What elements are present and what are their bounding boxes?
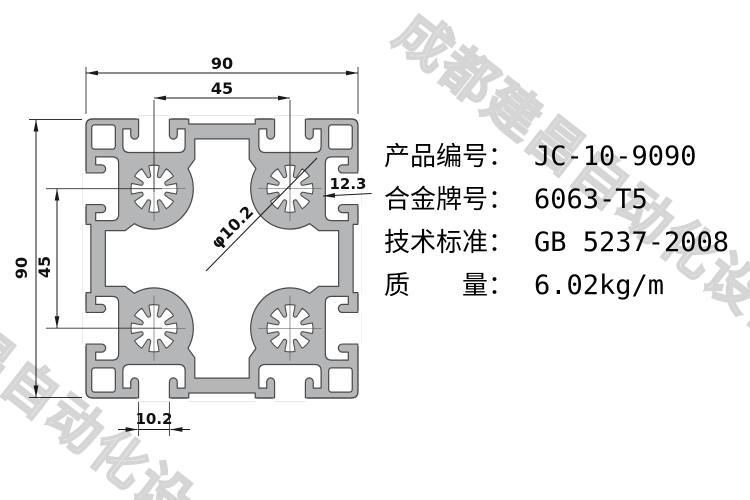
spec-value: 6.02kg/m [534,270,665,301]
spec-row-mass: 质 量： 6.02kg/m [384,265,729,308]
spec-row-alloy: 合金牌号： 6063-T5 [384,179,729,222]
corner-chamber [328,367,353,393]
spec-row-product-code: 产品编号： JC-10-9090 [384,136,729,179]
t-slot [258,363,322,402]
profile-cross-section [82,115,362,402]
corner-chamber [91,367,116,393]
spec-label: 合金牌号： [384,185,515,215]
spec-value: 6063-T5 [534,184,648,215]
t-slot-cutouts [82,115,362,402]
corner-chamber [91,124,116,150]
spec-value: JC-10-9090 [534,141,697,172]
spec-label: 技术标准： [384,228,515,258]
t-slot [324,156,362,222]
spec-value: GB 5237-2008 [534,227,730,258]
title-block: 产品编号： JC-10-9090 合金牌号： 6063-T5 技术标准： GB … [384,136,729,308]
t-slot [324,295,362,361]
center-cavity [104,138,340,379]
dim-top-pitch: 45 [211,79,233,98]
dim-left-overall: 90 [12,257,31,279]
dim-left-pitch: 45 [35,256,54,278]
spec-row-standard: 技术标准： GB 5237-2008 [384,222,729,265]
corner-chambers [91,124,353,393]
dim-slot-channel-width: 12.3 [329,175,366,193]
dim-slot-opening: 10.2 [135,410,172,428]
spec-label: 质 量： [384,271,515,301]
t-slot [122,363,186,402]
spec-label: 产品编号： [384,142,515,172]
dim-top-overall: 90 [211,54,233,73]
corner-chamber [328,124,353,150]
